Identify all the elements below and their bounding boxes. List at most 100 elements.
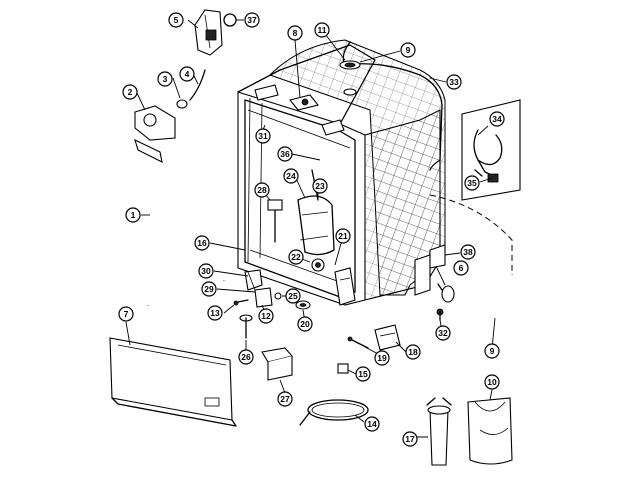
svg-text:6: 6: [459, 263, 464, 273]
screw-32: [436, 308, 444, 321]
callout-2: 2: [122, 84, 138, 100]
svg-text:16: 16: [197, 238, 207, 248]
svg-text:21: 21: [338, 231, 348, 241]
cup-10: [467, 397, 513, 465]
callout-18: 18: [405, 344, 421, 360]
bracket-18: [374, 324, 401, 351]
svg-text:9: 9: [406, 45, 411, 55]
svg-text:27: 27: [280, 394, 290, 404]
svg-text:25: 25: [288, 291, 298, 301]
svg-text:28: 28: [257, 185, 267, 195]
callout-13: 13: [207, 305, 223, 321]
callout-33: 33: [446, 74, 462, 90]
svg-text:12: 12: [261, 311, 271, 321]
terminal-block: [254, 287, 273, 308]
screw-19: [347, 336, 369, 349]
svg-text:19: 19: [377, 353, 387, 363]
svg-text:38: 38: [463, 247, 473, 257]
drain-clip: [334, 267, 356, 306]
svg-text:24: 24: [286, 171, 296, 181]
callout-23: 23: [312, 178, 328, 194]
hose-4: [189, 69, 206, 101]
screw-13: [233, 299, 249, 306]
svg-text:31: 31: [258, 131, 268, 141]
svg-text:2: 2: [128, 87, 133, 97]
filter-17: [426, 397, 452, 466]
svg-text:13: 13: [210, 308, 220, 318]
svg-text:26: 26: [241, 352, 251, 362]
hose-clamp-6: [437, 283, 455, 303]
callout-25: 25: [285, 288, 301, 304]
callout-34: 34: [489, 111, 505, 127]
svg-text:30: 30: [201, 266, 211, 276]
callout-31: 31: [255, 128, 271, 144]
svg-text:14: 14: [367, 419, 377, 429]
svg-text:11: 11: [318, 25, 327, 35]
callout-35: 35: [464, 175, 480, 191]
callout-21: 21: [335, 228, 351, 244]
svg-text:37: 37: [247, 15, 257, 25]
callout-6: 6: [453, 260, 469, 276]
callout-29: 29: [201, 281, 217, 297]
fill-funnel-5: [194, 9, 223, 56]
callout-5: 5: [168, 12, 184, 28]
o-ring-37: [223, 13, 237, 27]
callout-14: 14: [364, 416, 380, 432]
svg-text:8: 8: [293, 28, 298, 38]
callout-7: 7: [118, 306, 134, 322]
svg-text:17: 17: [405, 434, 415, 444]
callout-24: 24: [283, 168, 299, 184]
svg-text:1: 1: [131, 210, 136, 220]
part-38: [429, 244, 446, 269]
callout-17: 17: [402, 431, 418, 447]
callout-3: 3: [157, 71, 173, 87]
callout-37: 37: [244, 12, 260, 28]
sump-center: [311, 258, 325, 272]
svg-text:32: 32: [438, 328, 448, 338]
junction-box-27: [261, 347, 294, 381]
top-bracket: [254, 84, 345, 136]
callout-12: 12: [258, 308, 274, 324]
callout-labels: 5 37 3 4 2 8 11 9 33 34 35 31 36 24 23 2…: [118, 12, 505, 447]
callout-15: 15: [355, 366, 371, 382]
svg-text:3: 3: [163, 74, 168, 84]
svg-text:18: 18: [408, 347, 418, 357]
water-valve-2: [134, 105, 176, 163]
callout-9-bottom: 9: [484, 343, 500, 359]
leader-lines: [125, 19, 496, 438]
fitting-3: [176, 99, 188, 109]
svg-text:36: 36: [280, 149, 290, 159]
svg-text:22: 22: [291, 252, 301, 262]
kick-plate: [109, 337, 237, 427]
svg-text:29: 29: [204, 284, 214, 294]
screw-25: [274, 292, 282, 300]
callout-38: 38: [460, 244, 476, 260]
power-cord-inset: [461, 99, 521, 201]
callout-27: 27: [277, 391, 293, 407]
callout-22: 22: [288, 249, 304, 265]
svg-text:34: 34: [492, 114, 502, 124]
svg-text:15: 15: [358, 369, 368, 379]
leveling-leg-26: [239, 314, 253, 339]
tube-28: [267, 199, 283, 243]
washer-20: [295, 300, 311, 310]
callout-19: 19: [374, 350, 390, 366]
drain-hose: [429, 194, 514, 320]
callout-16: 16: [194, 235, 210, 251]
callout-9-top: 9: [400, 42, 416, 58]
clip-15: [337, 363, 349, 374]
svg-text:10: 10: [487, 377, 497, 387]
svg-text:9: 9: [490, 346, 495, 356]
callout-11: 11: [314, 22, 330, 38]
callout-28: 28: [254, 182, 270, 198]
svg-text:4: 4: [185, 69, 190, 79]
svg-text:35: 35: [467, 178, 477, 188]
callout-8: 8: [287, 25, 303, 41]
callout-20: 20: [297, 316, 313, 332]
svg-text:20: 20: [300, 319, 310, 329]
heater-element: [244, 269, 263, 291]
callout-26: 26: [238, 349, 254, 365]
svg-text:7: 7: [124, 309, 129, 319]
callout-1: 1: [125, 207, 141, 223]
